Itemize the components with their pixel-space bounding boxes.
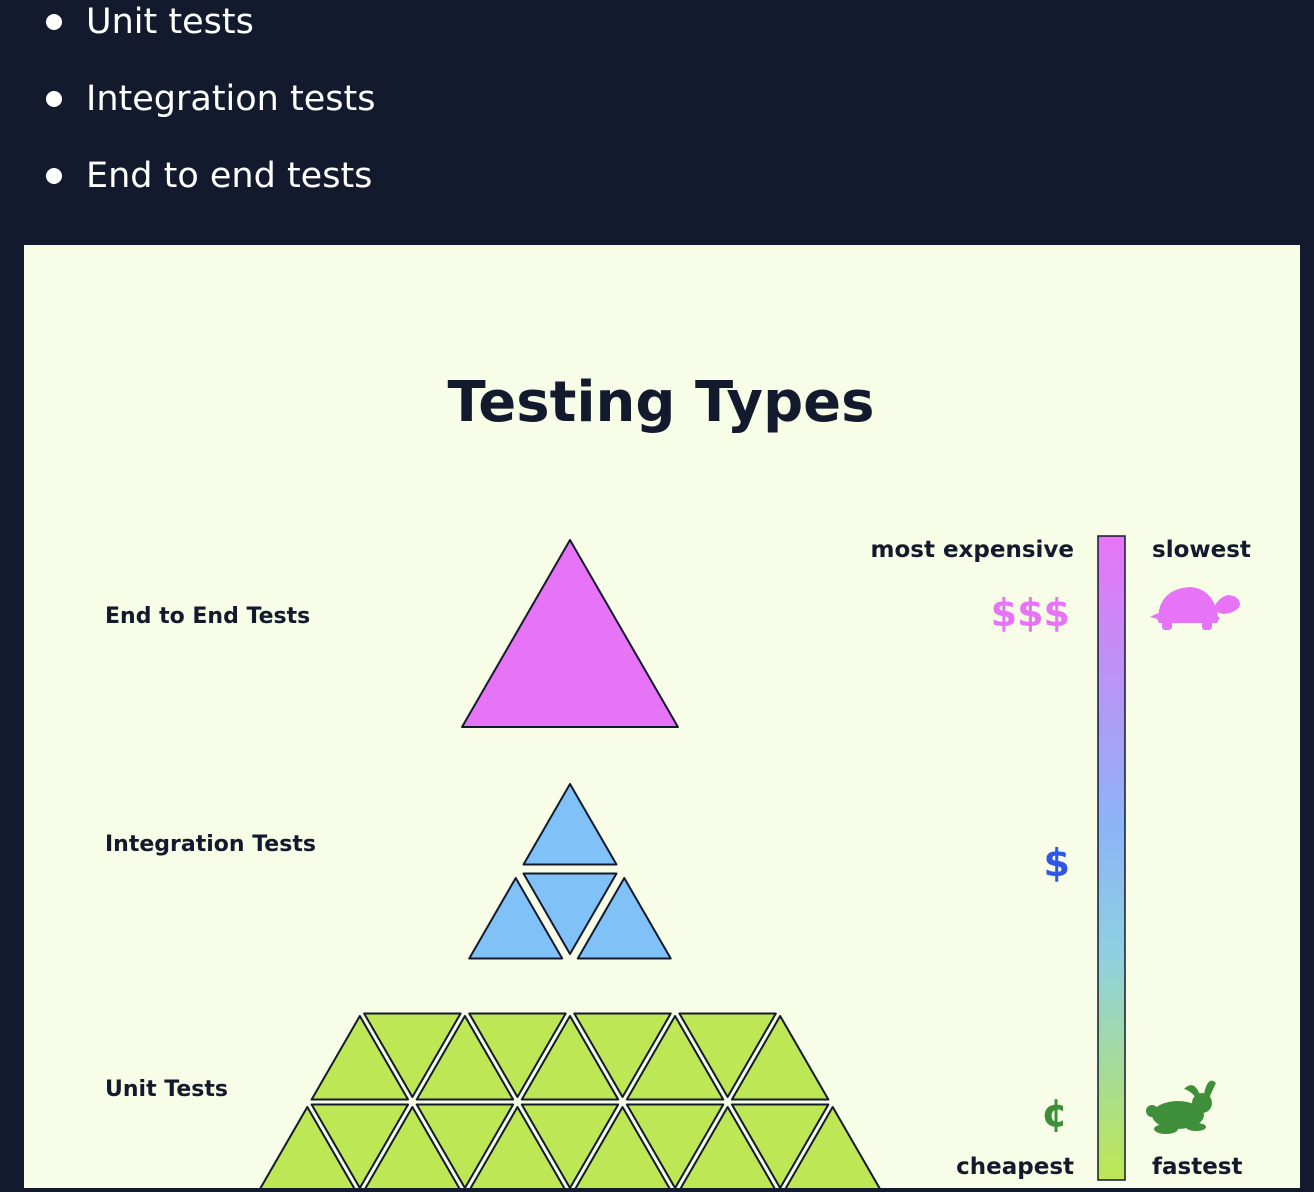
integration-triangle xyxy=(522,872,618,955)
unit-triangle xyxy=(730,1015,830,1101)
unit-triangle xyxy=(259,1106,356,1188)
scale-bottom-cost-label: cheapest xyxy=(956,1154,1074,1180)
pyramid xyxy=(259,539,881,1188)
list-item-text: Integration tests xyxy=(86,79,376,119)
unit-triangle xyxy=(573,1012,672,1098)
list-item: End to end tests xyxy=(46,156,372,196)
unit-triangle xyxy=(520,1015,620,1101)
unit-triangle xyxy=(363,1012,462,1098)
unit-triangle xyxy=(625,1015,725,1101)
unit-triangle xyxy=(310,1015,410,1101)
cost-speed-gradient-bar xyxy=(1097,535,1126,1181)
unit-triangle xyxy=(415,1015,515,1101)
unit-triangle xyxy=(468,1012,567,1098)
rabbit-icon xyxy=(1146,1080,1216,1134)
scale-bottom-speed-label: fastest xyxy=(1152,1154,1243,1180)
unit-triangle xyxy=(784,1106,881,1188)
bullet-dot xyxy=(46,91,62,107)
scale-top-cost-label: most expensive xyxy=(871,537,1075,563)
integration-triangle xyxy=(468,877,564,960)
tier-label-integration: Integration Tests xyxy=(105,832,316,857)
diagram-canvas: Testing Types End to End Tests Integrati… xyxy=(105,370,1251,1188)
unit-triangle xyxy=(678,1012,777,1098)
unit-triangle xyxy=(625,1103,725,1188)
e2e-triangle xyxy=(461,539,679,728)
unit-triangle xyxy=(364,1106,461,1188)
bullet-dot xyxy=(46,168,62,184)
testing-types-diagram: Testing Types End to End Tests Integrati… xyxy=(24,245,1300,1188)
integration-triangle xyxy=(522,783,618,866)
list-item-text: Unit tests xyxy=(86,2,254,42)
list-item-text: End to end tests xyxy=(86,156,373,196)
unit-triangle xyxy=(415,1103,515,1188)
unit-triangle xyxy=(679,1106,776,1188)
diagram-title: Testing Types xyxy=(448,370,875,435)
cost-high-symbol: $$$ xyxy=(991,591,1070,635)
unit-triangle xyxy=(310,1103,410,1188)
turtle-icon xyxy=(1150,587,1240,630)
cost-low-symbol: ¢ xyxy=(1042,1091,1068,1135)
unit-triangle xyxy=(520,1103,620,1188)
bullet-dot xyxy=(46,14,62,30)
cost-mid-symbol: $ xyxy=(1044,841,1070,885)
list-item: Unit tests xyxy=(46,2,254,42)
tier-label-unit: Unit Tests xyxy=(105,1077,228,1102)
integration-triangle xyxy=(576,877,672,960)
unit-triangle xyxy=(469,1106,566,1188)
unit-triangle xyxy=(730,1103,830,1188)
list-item: Integration tests xyxy=(46,79,375,119)
scale-top-speed-label: slowest xyxy=(1152,537,1251,563)
unit-triangle xyxy=(574,1106,671,1188)
tier-label-e2e: End to End Tests xyxy=(105,604,310,629)
